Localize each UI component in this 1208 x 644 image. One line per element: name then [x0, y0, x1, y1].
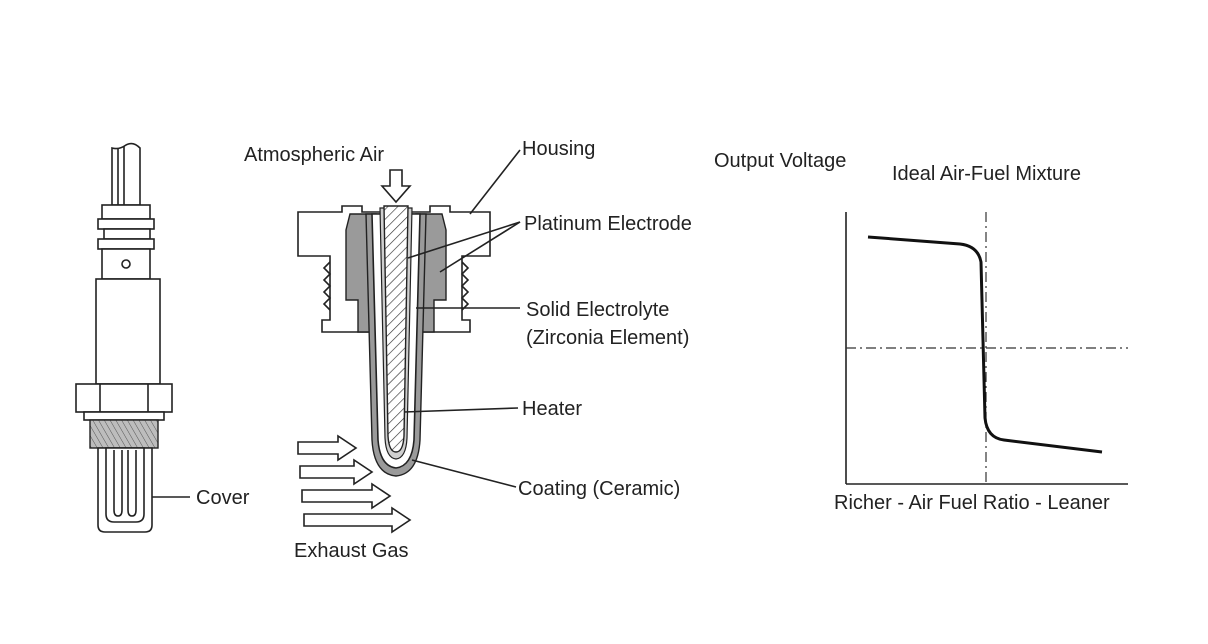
sensor-exterior — [75, 142, 190, 533]
solid-electrolyte-label: Solid Electrolyte — [526, 299, 669, 321]
exhaust-gas-arrows — [297, 434, 412, 534]
output-voltage-graph — [845, 212, 1128, 485]
sensor-cross-section — [297, 169, 491, 477]
x-axis-label: Richer - Air Fuel Ratio - Leaner — [834, 492, 1110, 514]
atmospheric-air-label: Atmospheric Air — [244, 144, 384, 166]
voltage-curve — [867, 235, 1103, 454]
ideal-mixture-label: Ideal Air-Fuel Mixture — [892, 163, 1081, 185]
housing-label: Housing — [522, 138, 595, 160]
coating-label: Coating (Ceramic) — [518, 478, 680, 500]
cross-section-leaders — [403, 149, 521, 488]
y-axis-label: Output Voltage — [714, 150, 846, 172]
zirconia-element-label: (Zirconia Element) — [526, 327, 689, 349]
exhaust-gas-label: Exhaust Gas — [294, 540, 409, 562]
heater-label: Heater — [522, 398, 582, 420]
platinum-electrode-label: Platinum Electrode — [524, 213, 692, 235]
cover-label: Cover — [196, 487, 250, 509]
